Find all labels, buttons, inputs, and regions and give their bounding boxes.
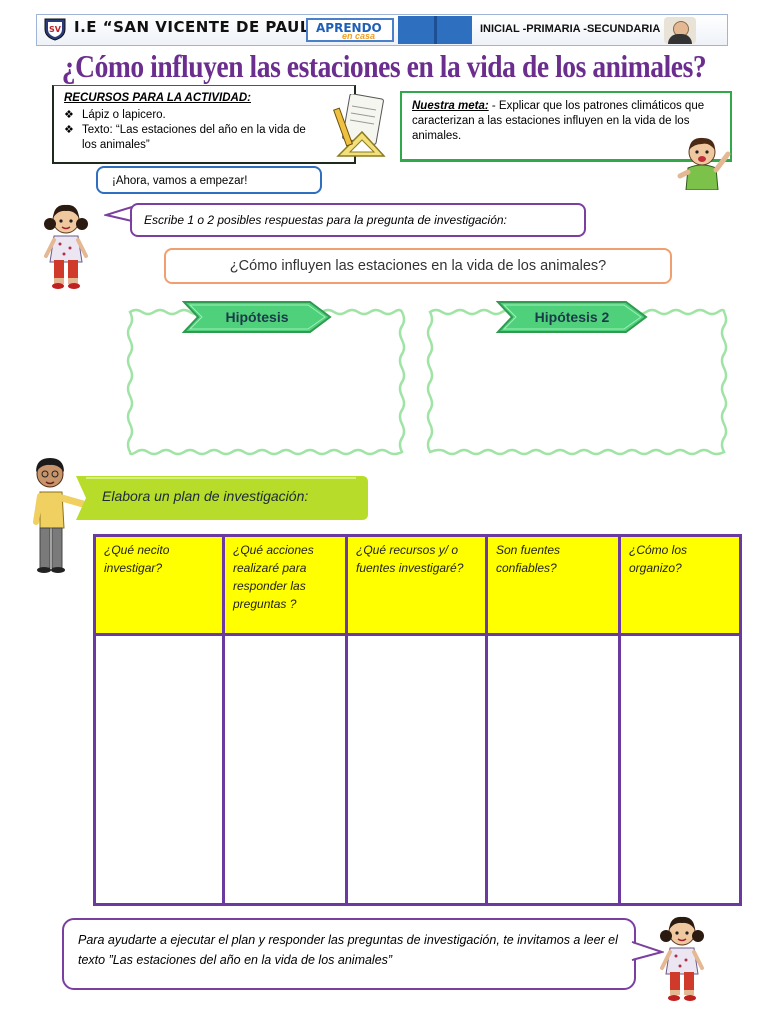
saint-portrait (664, 17, 696, 44)
hypothesis-2-tag: Hipótesis 2 (496, 300, 648, 334)
table-header-cell: ¿Qué necito investigar? (93, 534, 225, 636)
list-item: ❖Lápiz o lapicero. (64, 109, 166, 121)
table-header-cell: ¿Cómo los organizo? (618, 534, 742, 636)
paper-pencil-ruler-icon (333, 94, 386, 157)
closing-text: Para ayudarte a ejecutar el plan y respo… (78, 933, 618, 967)
table-header-cell: ¿Qué acciones realizaré para responder l… (222, 534, 348, 636)
svg-text:SV: SV (49, 25, 62, 34)
speech-bubble-tail (630, 941, 664, 961)
answer-cell[interactable] (222, 633, 348, 906)
resources-heading: RECURSOS PARA LA ACTIVIDAD: (64, 92, 251, 104)
instruction-text: Escribe 1 o 2 posibles respuestas para l… (144, 213, 507, 227)
start-message: ¡Ahora, vamos a empezar! (112, 175, 248, 187)
start-message-box: ¡Ahora, vamos a empezar! (96, 166, 322, 194)
table-header-cell: Son fuentes confiables? (485, 534, 621, 636)
list-item-continuation: los animales” (82, 139, 150, 151)
list-item: ❖Texto: “Las estaciones del año en la vi… (64, 124, 306, 136)
school-name: I.E “SAN VICENTE DE PAUL” (74, 18, 317, 36)
instruction-bubble: Escribe 1 o 2 posibles respuestas para l… (130, 203, 586, 237)
table-row (93, 633, 742, 906)
answer-cell[interactable] (345, 633, 488, 906)
school-shield-icon: SV (44, 18, 66, 41)
goal-label: Nuestra meta: (412, 100, 489, 112)
aprendo-en-casa-logo: APRENDO en casa (306, 18, 394, 42)
speech-bubble-tail (104, 206, 133, 222)
diamond-bullet-icon: ❖ (64, 109, 74, 121)
plan-banner: Elabora un plan de investigación: (76, 474, 368, 520)
girl-illustration (44, 204, 88, 289)
resources-list: ❖Lápiz o lapicero. ❖Texto: “Las estacion… (64, 108, 306, 153)
research-question: ¿Cómo influyen las estaciones en la vida… (229, 258, 607, 274)
goal-box: Nuestra meta: - Explicar que los patrone… (400, 91, 732, 162)
answer-cell[interactable] (485, 633, 621, 906)
plan-banner-bg (76, 476, 368, 520)
table-header-row: ¿Qué necito investigar? ¿Qué acciones re… (93, 534, 742, 636)
school-levels: INICIAL -PRIMARIA -SECUNDARIA (480, 23, 661, 35)
research-question-box: ¿Cómo influyen las estaciones en la vida… (164, 248, 672, 284)
resources-box: RECURSOS PARA LA ACTIVIDAD: ❖Lápiz o lap… (52, 85, 356, 164)
girl-illustration (660, 916, 704, 1001)
boy-waving-illustration (677, 137, 731, 190)
answer-cell[interactable] (618, 633, 742, 906)
answer-cell[interactable] (93, 633, 225, 906)
hypothesis-2-label: Hipótesis 2 (534, 309, 610, 325)
plan-label: Elabora un plan de investigación: (102, 488, 309, 504)
book-icon (398, 16, 472, 44)
closing-bubble: Para ayudarte a ejecutar el plan y respo… (62, 918, 636, 990)
diamond-bullet-icon: ❖ (64, 124, 74, 136)
table-header-cell: ¿Qué recursos y/ o fuentes investigaré? (345, 534, 488, 636)
page-title: ¿Cómo influyen las estaciones en la vida… (61, 48, 707, 84)
goal-text: - Explicar que los patrones climáticos q… (412, 100, 705, 142)
hypothesis-1-label: Hipótesis (225, 309, 289, 325)
hypothesis-1-tag: Hipótesis (182, 300, 332, 334)
investigation-plan-table: ¿Qué necito investigar? ¿Qué acciones re… (93, 534, 742, 906)
